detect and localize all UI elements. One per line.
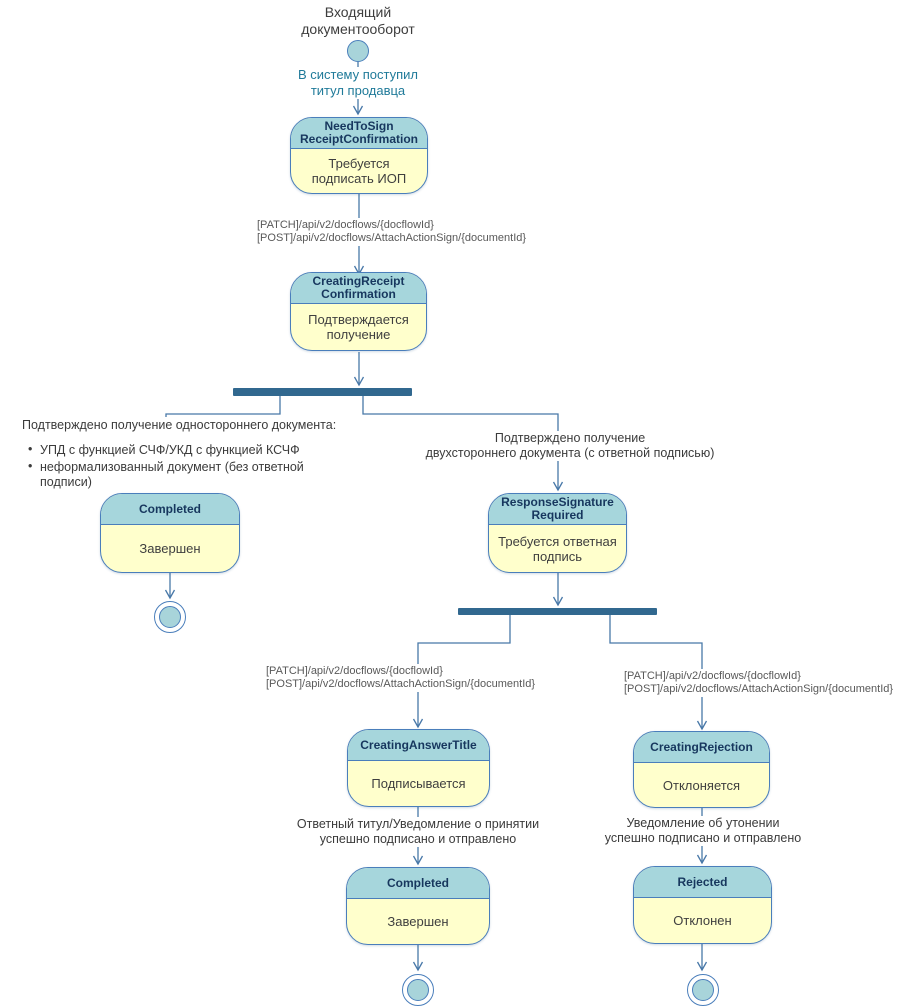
final-state-inner-dot: [692, 979, 714, 1001]
final-state-icon-bottom-left: [402, 974, 434, 1006]
final-state-inner-dot: [407, 979, 429, 1001]
state-name: NeedToSign ReceiptConfirmation: [291, 118, 427, 149]
fork-bar-2: [458, 608, 657, 615]
branch-bullet-list: УПД с функцией СЧФ/УКД с функцией КСЧФ н…: [22, 442, 356, 490]
state-description: Требуется подписать ИОП: [311, 156, 407, 186]
note-line: Ответный титул/Уведомление о принятии: [296, 817, 540, 831]
transition-label-api-2: [PATCH]/api/v2/docflows/{docflowId} [POS…: [264, 664, 538, 692]
transition-label-start-event: В систему поступил титул продавца: [288, 67, 428, 99]
state-completed-bottom: Completed Завершен: [346, 867, 490, 945]
note-line: успешно подписано и отправлено: [319, 832, 517, 846]
state-name: CreatingRejection: [634, 732, 769, 763]
branch-heading: Подтверждено получение одностороннего до…: [22, 418, 337, 432]
branch-bullet: неформализованный документ (без ответной…: [22, 459, 356, 490]
state-name: Completed: [347, 868, 489, 899]
state-name: Completed: [101, 494, 239, 525]
final-state-icon-bottom-right: [687, 974, 719, 1006]
state-name: CreatingReceipt Confirmation: [291, 273, 426, 304]
state-name: ResponseSignature Required: [489, 494, 626, 525]
api-patch-line: [PATCH]/api/v2/docflows/{docflowId}: [266, 665, 443, 677]
state-completed-left: Completed Завершен: [100, 493, 240, 573]
state-description: Завершен: [139, 541, 201, 556]
branch-label-one-sided: Подтверждено получение одностороннего до…: [20, 417, 358, 493]
state-description: Подтверждается получение: [308, 312, 409, 342]
state-creatingrejection: CreatingRejection Отклоняется: [633, 731, 770, 808]
state-creatingreceipt-confirmation: CreatingReceipt Confirmation Подтверждае…: [290, 272, 427, 351]
state-description: Подписывается: [371, 776, 466, 791]
state-description: Отклоняется: [662, 777, 741, 793]
branch-bullet: УПД с функцией СЧФ/УКД с функцией КСЧФ: [22, 442, 356, 458]
branch-line: Подтверждено получение: [494, 431, 646, 445]
state-description: Требуется ответная подпись: [498, 533, 617, 564]
state-description: Завершен: [387, 914, 449, 929]
initial-state-icon: [347, 40, 369, 62]
api-patch-line: [PATCH]/api/v2/docflows/{docflowId}: [624, 670, 801, 682]
fork-bar-1: [233, 388, 412, 396]
api-post-line: [POST]/api/v2/docflows/AttachActionSign/…: [624, 683, 894, 695]
note-line: успешно подписано и отправлено: [604, 831, 802, 845]
diagram-title: Входящий документооборот: [277, 4, 439, 38]
transition-label-api-3: [PATCH]/api/v2/docflows/{docflowId} [POS…: [622, 669, 896, 697]
state-creatinganswertitle: CreatingAnswerTitle Подписывается: [347, 729, 490, 807]
state-needtosign-receiptconfirmation: NeedToSign ReceiptConfirmation Требуется…: [290, 117, 428, 194]
transition-label-answer-sent: Ответный титул/Уведомление о принятии ус…: [293, 817, 543, 847]
transition-label-rejection-sent: Уведомление об утонении успешно подписан…: [578, 816, 828, 846]
branch-label-two-sided: Подтверждено получение двухстороннего до…: [420, 431, 720, 461]
note-line: Уведомление об утонении: [626, 816, 780, 830]
branch-line: двухстороннего документа (с ответной под…: [425, 446, 715, 460]
api-patch-line: [PATCH]/api/v2/docflows/{docflowId}: [257, 219, 434, 231]
api-post-line: [POST]/api/v2/docflows/AttachActionSign/…: [257, 232, 527, 244]
state-rejected: Rejected Отклонен: [633, 866, 772, 944]
transition-label-api-1: [PATCH]/api/v2/docflows/{docflowId} [POS…: [255, 218, 529, 246]
state-description: Отклонен: [673, 913, 732, 928]
state-name: CreatingAnswerTitle: [348, 730, 489, 761]
state-name: Rejected: [634, 867, 771, 898]
final-state-inner-dot: [159, 606, 181, 628]
state-responsesignature-required: ResponseSignature Required Требуется отв…: [488, 493, 627, 573]
api-post-line: [POST]/api/v2/docflows/AttachActionSign/…: [266, 678, 536, 690]
final-state-icon-left: [154, 601, 186, 633]
